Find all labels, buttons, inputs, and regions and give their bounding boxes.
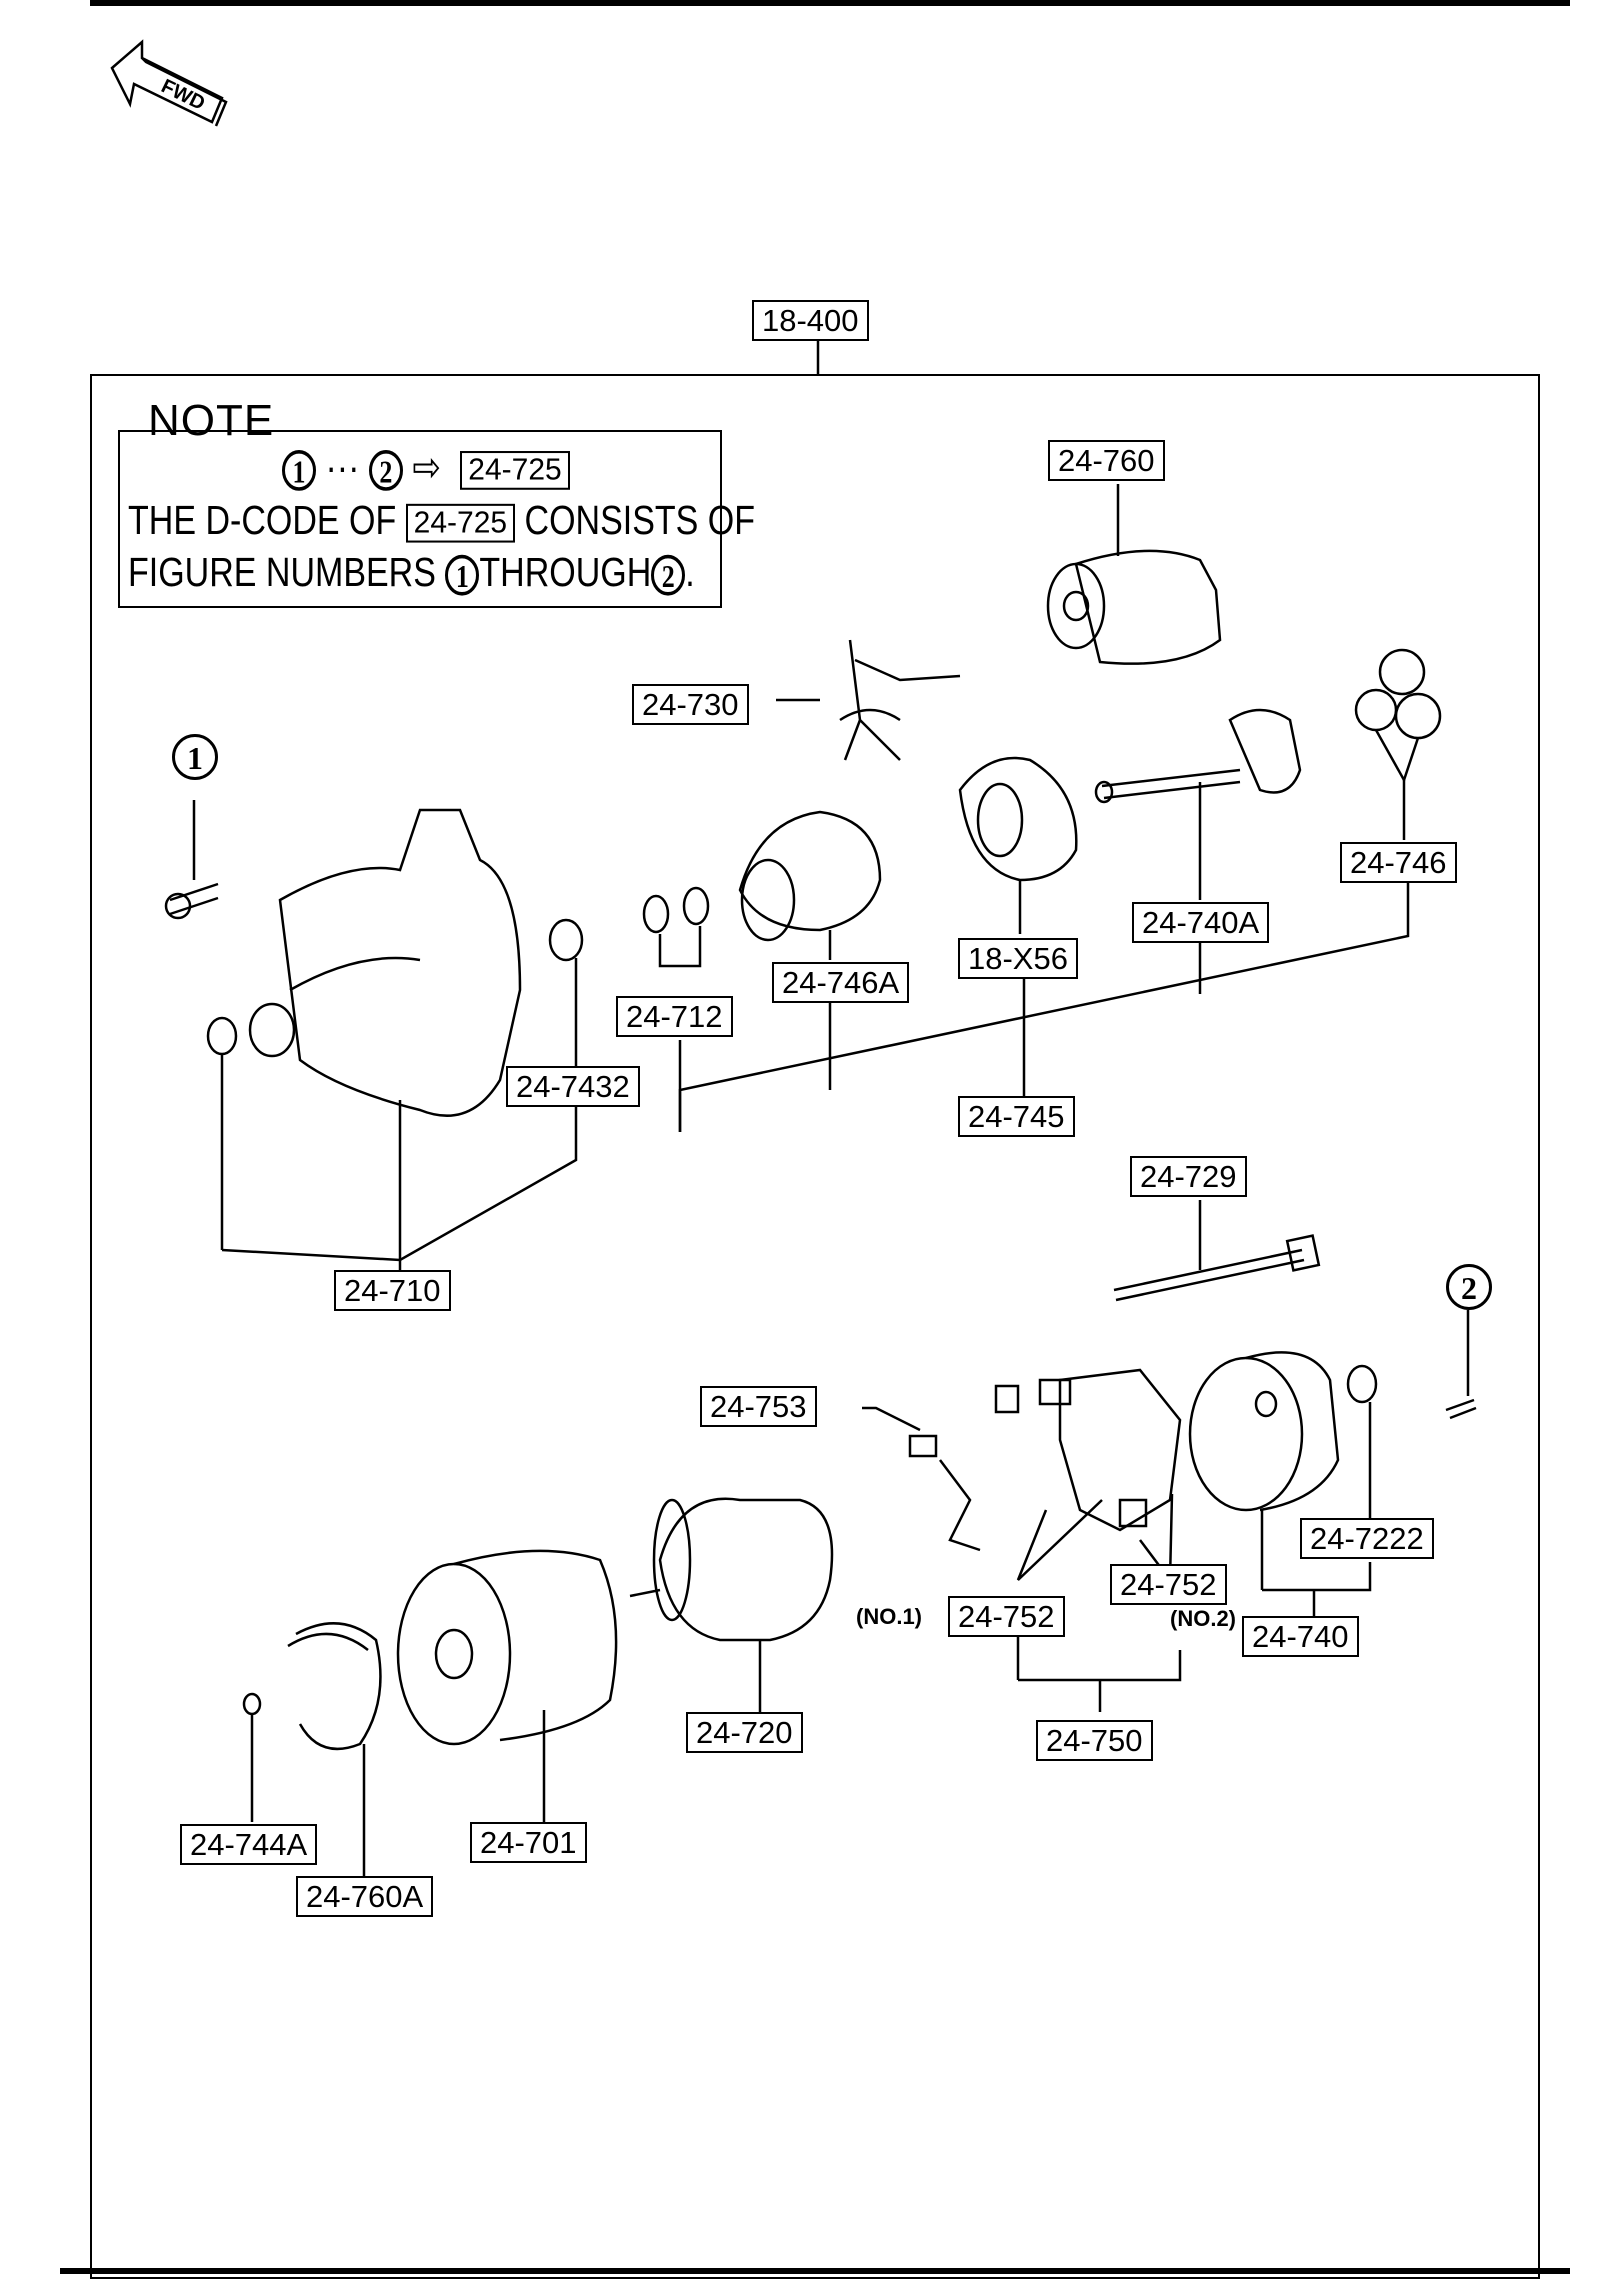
label-24-720: 24-720 [686, 1712, 803, 1753]
drive-lever-part [776, 639, 961, 761]
pinion-clutch-part [738, 810, 882, 960]
top-rule [90, 0, 1570, 6]
tag-no2: (NO.2) [1170, 1606, 1236, 1631]
tag-no1: (NO.1) [856, 1604, 922, 1629]
note-line2-pre: THE D-CODE OF [128, 498, 397, 544]
note-line2-code: 24-725 [405, 503, 516, 543]
note-arrow-icon: ⇨ [412, 445, 441, 491]
armature-part [629, 1497, 834, 1712]
label-24-750: 24-750 [1036, 1720, 1153, 1761]
note-circle-1: 1 [282, 450, 316, 491]
note-range-code: 24-725 [460, 451, 570, 490]
label-24-710: 24-710 [334, 1270, 451, 1311]
label-24-712: 24-712 [616, 996, 733, 1037]
note-line3-circle-1: 1 [445, 554, 480, 596]
brush-spring-part [862, 1384, 1020, 1552]
note-range-sep: ··· [325, 445, 360, 491]
note-circle-2: 2 [368, 450, 403, 491]
note-line2-post: CONSISTS OF [524, 498, 756, 544]
note-line3-pre: FIGURE NUMBERS [128, 550, 436, 596]
label-24-740A: 24-740A [1132, 902, 1270, 943]
label-24-746A: 24-746A [772, 962, 910, 1003]
label-24-752-no2: 24-752 [1110, 1564, 1227, 1605]
note-title: NOTE [148, 396, 275, 445]
callout-1: 1 [172, 734, 218, 780]
bolt-1-part [164, 800, 219, 920]
rear-bushing-part [1346, 1364, 1378, 1404]
planetary-shaft-part [1094, 708, 1302, 900]
brush-holder-part [1016, 1368, 1182, 1584]
note-box [118, 430, 722, 608]
label-24-740: 24-740 [1242, 1616, 1359, 1657]
through-bolt-part [1113, 1200, 1321, 1302]
label-24-744A: 24-744A [180, 1824, 318, 1865]
note-line-2: THE D-CODE OF 24-725 CONSISTS OF [128, 498, 755, 546]
label-24-753: 24-753 [700, 1386, 817, 1427]
bolt-2-part [1445, 1310, 1477, 1420]
label-24-760: 24-760 [1048, 440, 1165, 481]
callout-2: 2 [1446, 1264, 1492, 1310]
small-seal-part [242, 1692, 262, 1716]
label-18-X56: 18-X56 [958, 938, 1078, 979]
planetary-gears-part [1354, 648, 1442, 840]
front-housing-part [248, 808, 522, 1260]
label-24-7432: 24-7432 [506, 1066, 640, 1107]
assembly-code: 18-400 [752, 300, 869, 341]
dust-cover-part [287, 1622, 382, 1876]
label-24-729: 24-729 [1130, 1156, 1247, 1197]
label-24-730: 24-730 [632, 684, 749, 725]
note-line3-circle-2: 2 [651, 554, 686, 596]
label-24-760A: 24-760A [296, 1876, 434, 1917]
label-24-745: 24-745 [958, 1096, 1075, 1137]
label-24-701: 24-701 [470, 1822, 587, 1863]
end-cover-part [1188, 1351, 1340, 1590]
note-line3-end: . [685, 550, 695, 596]
note-line3-mid: THROUGH [479, 550, 652, 596]
label-24-7222: 24-7222 [1300, 1518, 1434, 1559]
solenoid-part [1046, 484, 1222, 665]
fwd-arrow-icon [110, 39, 228, 127]
label-24-752-no1: 24-752 [948, 1596, 1065, 1637]
seal-ring-part [206, 1016, 238, 1056]
bottom-rule [60, 2268, 1570, 2274]
yoke-part [396, 1549, 618, 1822]
label-24-746: 24-746 [1340, 842, 1457, 883]
gear-housing-part [958, 756, 1078, 934]
note-range-row: 1 ··· 2 ⇨ 24-725 [282, 444, 570, 493]
bushing-part [548, 918, 584, 962]
